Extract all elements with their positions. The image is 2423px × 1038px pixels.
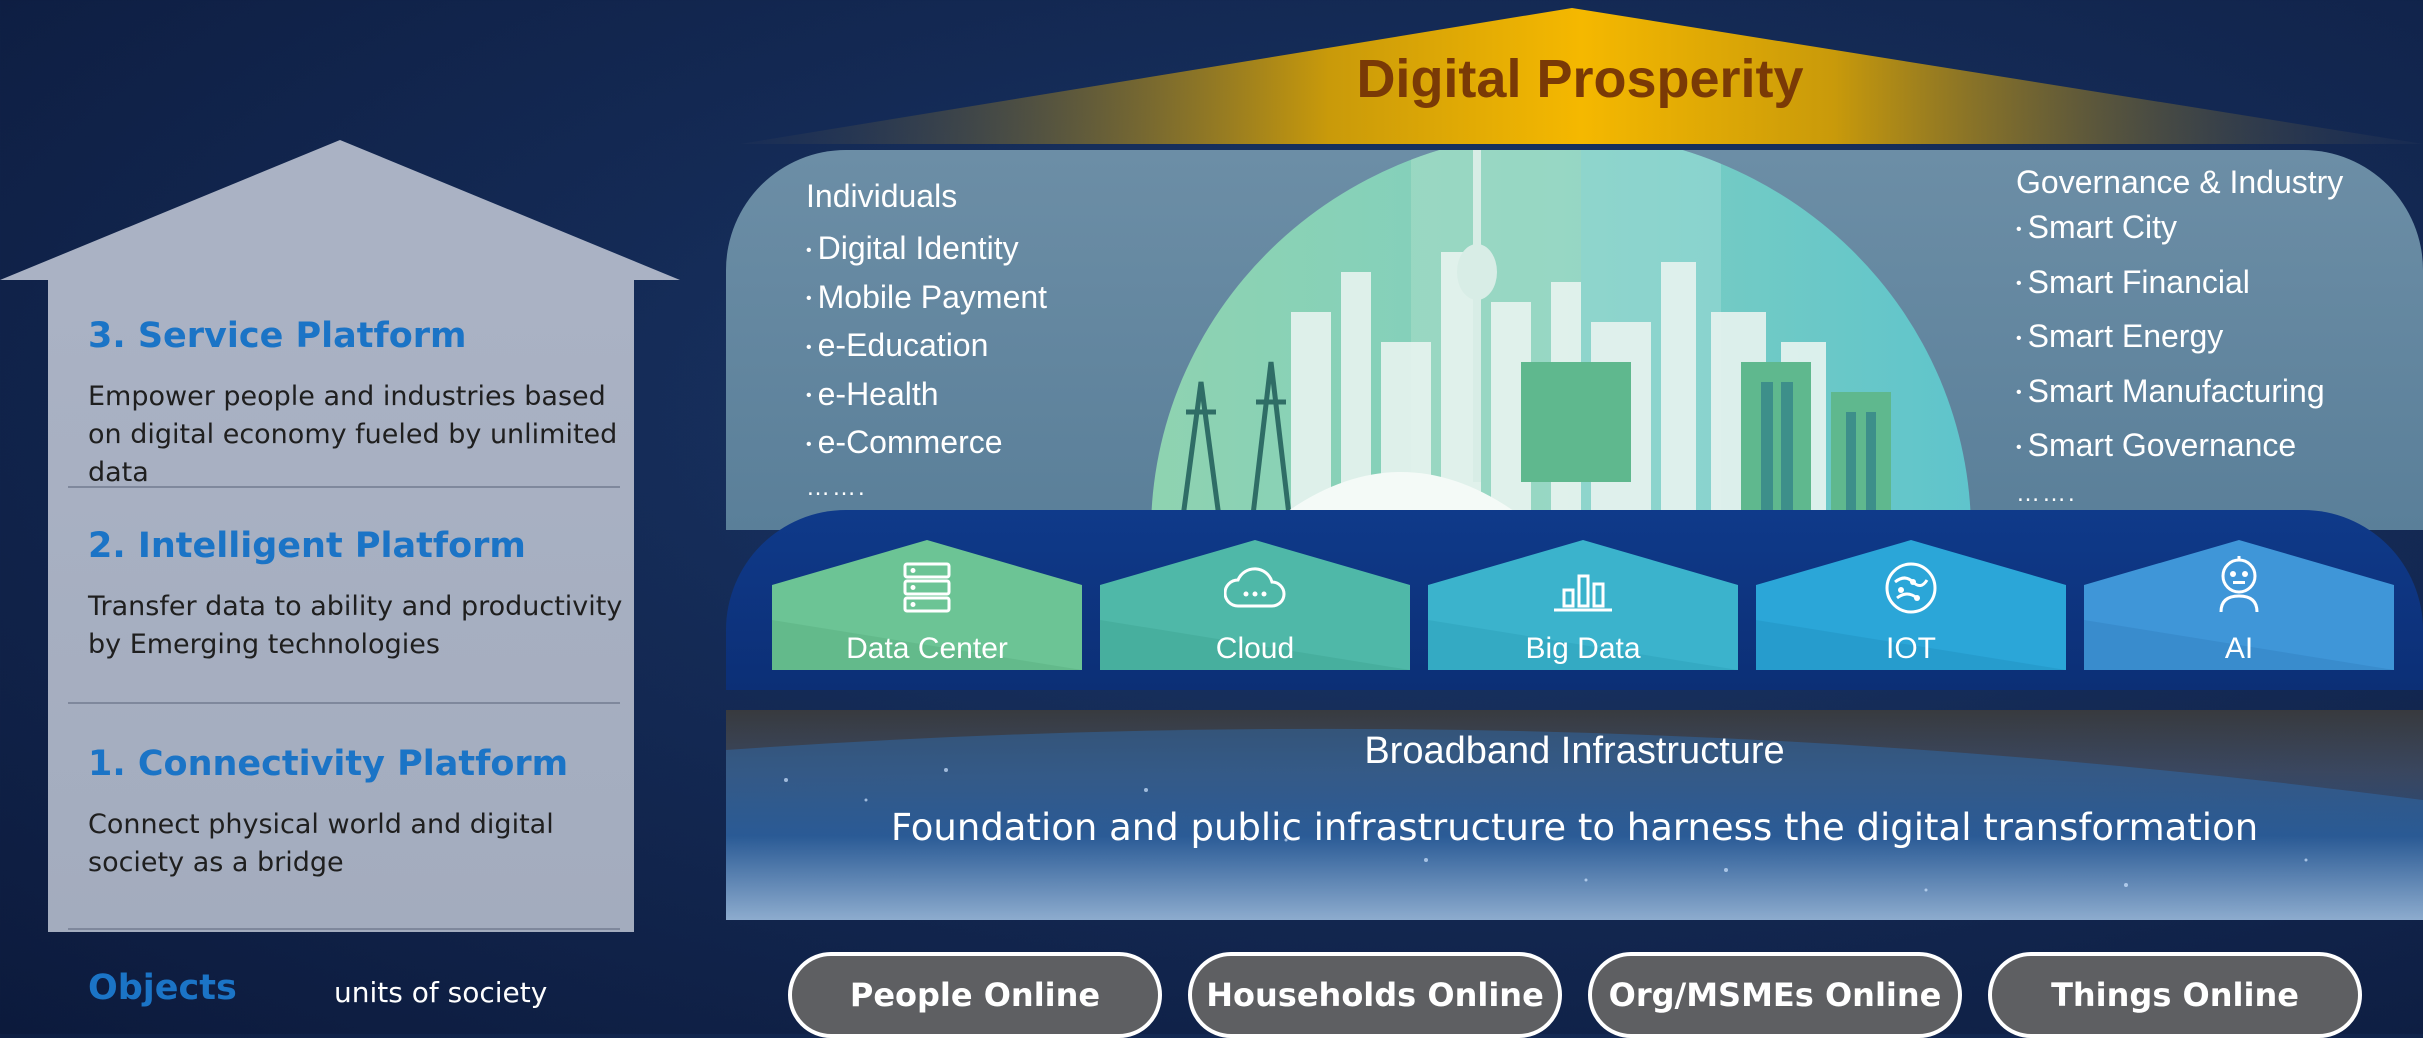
house-roof: [0, 140, 680, 280]
governance-heading: Governance & Industry: [2016, 164, 2344, 200]
intelligent-platform-description: Transfer data to ability and productivit…: [88, 591, 623, 660]
individuals-list: Individuals Digital Identity Mobile Paym…: [806, 178, 1047, 508]
robot-icon: [2219, 556, 2259, 613]
more-ellipsis: …….: [806, 473, 867, 501]
tech-label: Cloud: [1215, 632, 1295, 665]
prosperity-roof: [740, 8, 2423, 144]
list-item: e-Education: [806, 322, 1047, 371]
broadband-infrastructure: Broadband Infrastructure Foundation and …: [726, 710, 2423, 920]
more-ellipsis: …….: [2016, 479, 2077, 507]
service-platform-title: 3. Service Platform: [88, 316, 467, 356]
governance-list: Governance & Industry Smart City Smart F…: [2016, 164, 2343, 514]
smart-city-illustration: [1151, 150, 1971, 530]
broadband-title: Broadband Infrastructure: [1364, 730, 1785, 772]
tech-iot: IOT: [1756, 540, 2066, 670]
connectivity-platform: 1. Connectivity Platform Connect physica…: [88, 744, 628, 882]
intelligent-platform-title: 2. Intelligent Platform: [88, 526, 526, 566]
divider: [68, 702, 620, 704]
divider: [68, 928, 620, 930]
cloud-icon: [1224, 567, 1286, 608]
list-item: e-Commerce: [806, 419, 1047, 468]
tech-ai: AI: [2084, 540, 2394, 670]
tech-label: IOT: [1886, 632, 1936, 665]
platform-stack: 3. Service Platform Empower people and i…: [48, 276, 634, 932]
bar-chart-icon: [1554, 574, 1612, 612]
tech-tile-shape: [772, 540, 1082, 670]
broadband-description: Foundation and public infrastructure to …: [890, 806, 2259, 849]
tech-tile-shape: [1756, 540, 2066, 670]
list-item: Digital Identity: [806, 225, 1047, 274]
tech-data-center: Data Center: [772, 540, 1082, 670]
tech-tile-shape: [2084, 540, 2394, 670]
globe-network-icon: [1885, 562, 1937, 614]
objects-description: units of society: [334, 976, 548, 1009]
earth-network-background: [726, 728, 2423, 920]
list-item: Smart Financial: [2016, 256, 2343, 311]
tech-big-data: Big Data: [1428, 540, 1738, 670]
connectivity-platform-description: Connect physical world and digital socie…: [88, 809, 554, 878]
tech-label: Big Data: [1525, 632, 1641, 665]
people-online-pill: People Online: [788, 952, 1162, 1038]
list-item: Smart Energy: [2016, 310, 2343, 365]
intelligent-platform: 2. Intelligent Platform Transfer data to…: [88, 526, 628, 664]
service-platform-description: Empower people and industries based on d…: [88, 381, 618, 488]
list-item: Smart Governance: [2016, 419, 2343, 474]
tech-label: Data Center: [846, 632, 1008, 665]
applications-panel: Individuals Digital Identity Mobile Paym…: [726, 150, 2423, 530]
objects-label: Objects: [88, 968, 237, 1008]
digital-prosperity-title: Digital Prosperity: [1356, 49, 1804, 109]
list-item: e-Health: [806, 371, 1047, 420]
tech-cloud: Cloud: [1100, 540, 1410, 670]
divider: [68, 486, 620, 488]
tech-label: AI: [2224, 632, 2254, 665]
connectivity-platform-title: 1. Connectivity Platform: [88, 744, 569, 784]
households-online-pill: Households Online: [1188, 952, 1562, 1038]
individuals-heading: Individuals: [806, 178, 958, 214]
org-msmes-online-pill: Org/MSMEs Online: [1588, 952, 1962, 1038]
server-icon: [903, 562, 951, 613]
list-item: Smart Manufacturing: [2016, 365, 2343, 420]
service-platform: 3. Service Platform Empower people and i…: [88, 316, 628, 492]
list-item: Mobile Payment: [806, 274, 1047, 323]
list-item: Smart City: [2016, 201, 2343, 256]
things-online-pill: Things Online: [1988, 952, 2362, 1038]
